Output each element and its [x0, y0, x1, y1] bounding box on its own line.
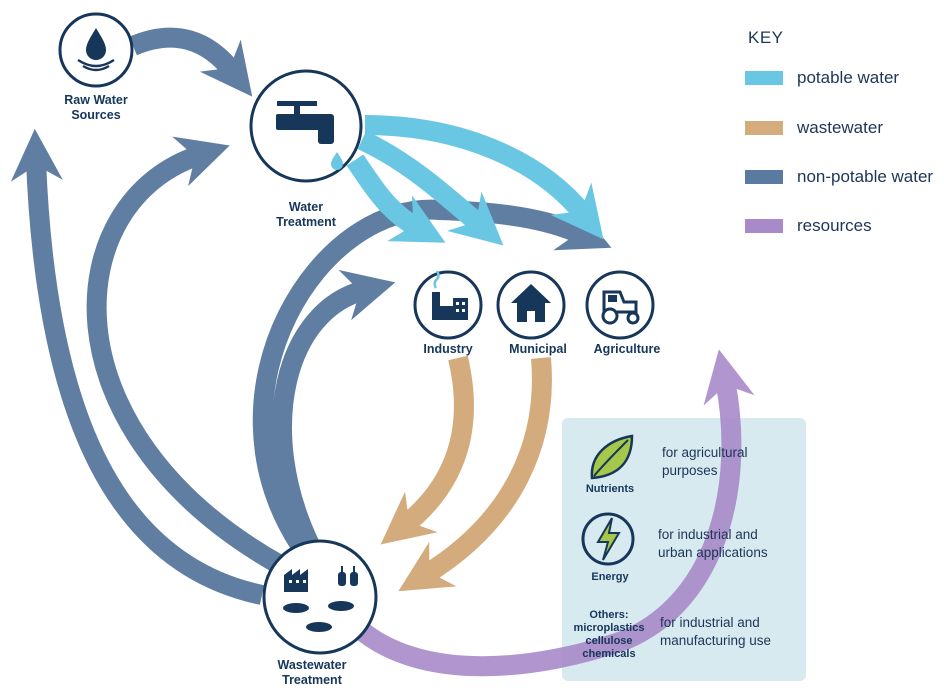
key-item-wastewater: wastewater: [745, 117, 883, 139]
key-swatch-resources: [745, 219, 783, 233]
node-municipal: [496, 270, 566, 340]
key-label-wastewater: wastewater: [797, 118, 883, 137]
key-item-resources: resources: [745, 215, 872, 237]
raw-water-label-line1: Raw Water: [64, 93, 128, 107]
lightning-icon: [581, 512, 635, 566]
key-label-non-potable: non-potable water: [797, 167, 934, 186]
house-icon: [511, 284, 551, 322]
nutrients-description-line1: for agricultural: [662, 445, 748, 460]
leaf-icon: [590, 434, 634, 480]
key-swatch-wastewater: [745, 121, 783, 135]
energy-description-line2: urban applications: [658, 545, 768, 560]
tractor-icon: [601, 290, 640, 325]
wastewater-treatment-label-line2: Treatment: [282, 673, 342, 687]
arrow-raw-to-treatment: [129, 27, 253, 97]
municipal-label: Municipal: [509, 342, 567, 356]
key-item-non-potable: non-potable water: [745, 166, 933, 188]
others-label-line3: cellulose: [585, 635, 633, 647]
energy-label: Energy: [591, 571, 629, 583]
wastewater-treatment-label-line1: Wastewater: [277, 658, 347, 672]
others-label: Others: microplastics cellulose chemical…: [574, 609, 645, 661]
nutrients-description: for agricultural purposes: [662, 444, 748, 480]
water-treatment-label-line2: Treatment: [276, 215, 336, 229]
node-water-treatment: [249, 69, 363, 183]
others-label-line2: microplastics: [573, 622, 645, 634]
others-label-line1: Others:: [589, 609, 629, 621]
key-swatch-non-potable: [745, 170, 783, 184]
arrow-municipal-to-wastewater: [398, 357, 552, 592]
energy-description: for industrial and urban applications: [658, 526, 768, 562]
arrow-resources-to-agriculture: [348, 349, 755, 677]
arrow-treatment-to-industry: [346, 154, 446, 243]
arrow-wastewater-to-raw-water: [10, 128, 265, 605]
others-description-line2: manufacturing use: [660, 633, 772, 648]
others-description-line1: for industrial and: [660, 615, 760, 630]
arrow-wastewater-to-industry: [272, 269, 396, 550]
node-wastewater-treatment: [262, 539, 378, 655]
key-label-resources: resources: [797, 216, 872, 235]
faucet-icon: [276, 101, 343, 170]
key-item-potable: potable water: [745, 67, 899, 89]
raw-water-label: Raw Water Sources: [64, 93, 127, 123]
arrow-treatment-to-agriculture: [364, 115, 604, 240]
node-raw-water: [58, 12, 134, 88]
wastewater-plant-icon: [283, 566, 358, 632]
key-swatch-potable: [745, 71, 783, 85]
resources-panel: [562, 418, 806, 681]
agriculture-label: Agriculture: [593, 342, 661, 356]
arrow-wastewater-to-treatment: [86, 136, 285, 574]
nutrients-label: Nutrients: [585, 483, 635, 495]
water-drop-icon: [77, 28, 115, 72]
water-treatment-label: Water Treatment: [276, 200, 336, 230]
wastewater-treatment-label: Wastewater Treatment: [277, 658, 346, 688]
arrow-industry-to-wastewater: [380, 355, 474, 545]
node-agriculture: [585, 270, 655, 340]
node-industry: [413, 270, 483, 340]
nutrients-description-line2: purposes: [662, 463, 718, 478]
factory-icon: [432, 270, 468, 320]
arrow-wastewater-to-agriculture: [252, 199, 612, 551]
arrow-treatment-to-municipal: [357, 130, 504, 246]
key-title: KEY: [748, 28, 784, 47]
others-description: for industrial and manufacturing use: [660, 614, 771, 650]
water-treatment-label-line1: Water: [288, 200, 324, 214]
energy-description-line1: for industrial and: [658, 527, 758, 542]
key-label-potable: potable water: [797, 68, 900, 87]
industry-label: Industry: [423, 342, 473, 356]
others-label-line4: chemicals: [582, 648, 636, 660]
raw-water-label-line2: Sources: [71, 108, 121, 122]
